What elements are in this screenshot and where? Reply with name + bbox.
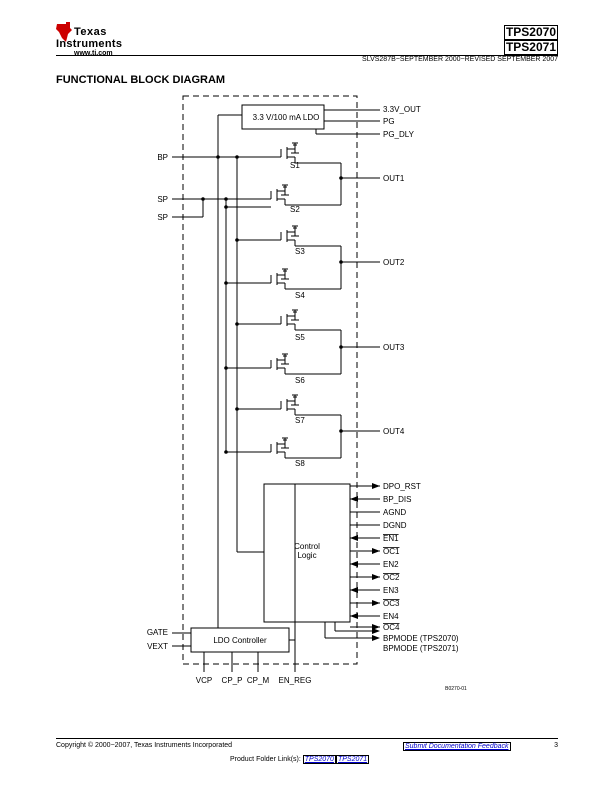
control-logic-label-2: Logic [297, 551, 316, 560]
switch-s1: S1 [290, 161, 300, 170]
arrow-in-icon [350, 561, 358, 567]
mosfet-6 [270, 353, 341, 375]
pin-out1: OUT1 [383, 174, 405, 183]
product-link-tps2070[interactable]: TPS2070 [302, 755, 336, 764]
section-title: FUNCTIONAL BLOCK DIAGRAM [56, 74, 226, 86]
pin-vext: VEXT [147, 642, 168, 651]
control-logic-label-1: Control [294, 542, 320, 551]
switch-pair-1 [270, 142, 380, 206]
page-number: 3 [554, 742, 558, 749]
arrow-in-icon [350, 496, 358, 502]
pin-sp-1: SP [157, 195, 168, 204]
control-logic-block [263, 483, 351, 623]
pin-cp-m: CP_M [247, 676, 270, 685]
header-rule [56, 55, 558, 56]
control-pin-label: EN3 [383, 586, 399, 595]
control-pin-label: DPO_RST [383, 482, 421, 491]
control-pin-label: OC3 [383, 599, 400, 608]
arrow-out-icon [372, 574, 380, 580]
control-pin-label: BP_DIS [383, 495, 411, 504]
control-pin-label: EN4 [383, 612, 399, 621]
arrow-in-icon [350, 613, 358, 619]
brand-name-line1: Texas [74, 26, 107, 38]
switch-pair-3 [270, 309, 380, 375]
mosfet-5 [280, 309, 341, 331]
switch-s3: S3 [295, 247, 305, 256]
figure-id: B0270-01 [445, 686, 467, 692]
arrow-in-icon [350, 587, 358, 593]
pin-sp-2: SP [157, 213, 168, 222]
arrow-out-icon [372, 483, 380, 489]
ti-logo-icon [56, 22, 72, 42]
pin-3v3-out: 3.3V_OUT [383, 105, 421, 114]
control-pin-label: OC4 [383, 623, 400, 632]
switch-s4: S4 [295, 291, 305, 300]
feedback-link[interactable]: Submit Documentation Feedback [403, 742, 511, 751]
switch-s7: S7 [295, 416, 305, 425]
mosfet-2 [270, 184, 341, 206]
copyright-text: Copyright © 2000−2007, Texas Instruments… [56, 742, 233, 749]
mosfet-3 [280, 225, 341, 247]
website-url[interactable]: www.ti.com [74, 50, 113, 57]
arrow-out-icon [372, 548, 380, 554]
control-pin-label: EN2 [383, 560, 399, 569]
pin-pg: PG [383, 117, 395, 126]
mosfet-1 [280, 142, 341, 164]
ldo-block [241, 104, 325, 130]
mosfet-7 [280, 394, 341, 416]
pin-cp-p: CP_P [222, 676, 243, 685]
ldo-controller-label: LDO Controller [213, 636, 267, 645]
mosfet-4 [270, 268, 341, 290]
part-number-2: TPS2071 [503, 40, 558, 55]
pin-out2: OUT2 [383, 258, 405, 267]
pin-gate: GATE [147, 628, 168, 637]
switch-s8: S8 [295, 459, 305, 468]
pin-bpmode-2070: BPMODE (TPS2070) [383, 634, 459, 643]
switch-s6: S6 [295, 376, 305, 385]
pin-out4: OUT4 [383, 427, 405, 436]
pin-vcp: VCP [196, 676, 212, 685]
switch-s5: S5 [295, 333, 305, 342]
pin-out3: OUT3 [383, 343, 405, 352]
arrow-out-icon [372, 624, 380, 630]
pin-en-reg: EN_REG [279, 676, 312, 685]
brand-name-line2: Instruments [56, 38, 123, 50]
control-pin-label: OC2 [383, 573, 400, 582]
switch-s2: S2 [290, 205, 300, 214]
pin-bpmode-2071: BPMODE (TPS2071) [383, 644, 459, 653]
part-number-1: TPS2070 [503, 25, 558, 40]
document-id: SLVS287B−SEPTEMBER 2000−REVISED SEPTEMBE… [362, 56, 558, 63]
control-pin-label: OC1 [383, 547, 400, 556]
mosfet-8 [270, 437, 341, 459]
arrow-in-icon [350, 535, 358, 541]
chip-boundary [182, 95, 358, 665]
control-pin-label: EN1 [383, 534, 399, 543]
product-link-tps2071[interactable]: TPS2071 [335, 755, 370, 764]
switch-pair-4 [270, 394, 380, 459]
control-pin-label: AGND [383, 508, 406, 517]
control-pin-label: DGND [383, 521, 407, 530]
footer-rule [56, 738, 558, 739]
product-folder-label: Product Folder Link(s): [230, 756, 301, 763]
pin-pg-dly: PG_DLY [383, 130, 415, 139]
switch-pair-2 [270, 225, 380, 290]
arrow-out-icon [372, 600, 380, 606]
ldo-block-label: 3.3 V/100 mA LDO [253, 113, 320, 122]
pin-bp: BP [157, 153, 168, 162]
